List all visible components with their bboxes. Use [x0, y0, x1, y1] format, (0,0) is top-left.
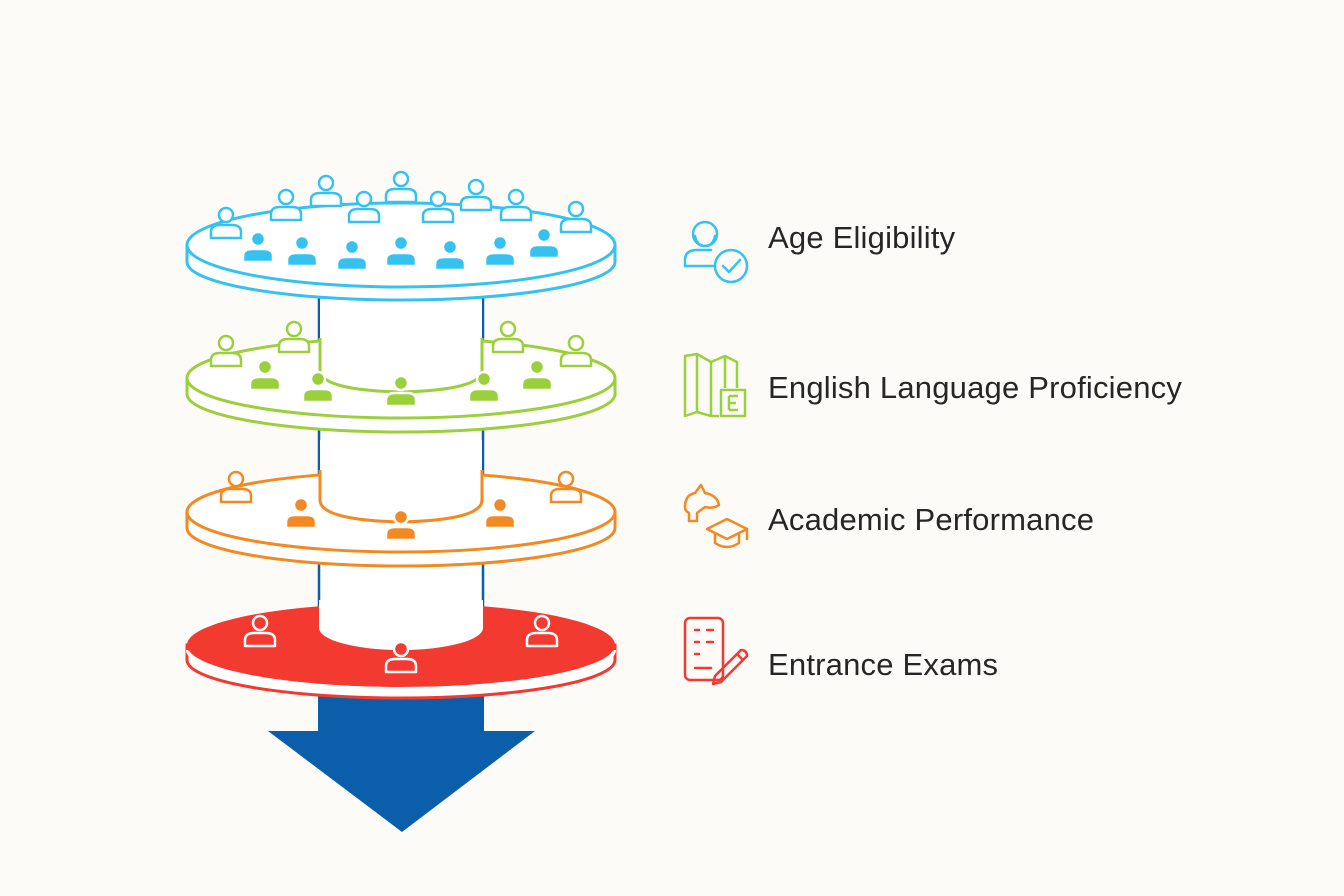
person-icon [269, 188, 303, 222]
person-icon [527, 226, 561, 260]
person-icon [549, 470, 583, 504]
person-icon [384, 374, 418, 408]
person-icon [525, 614, 559, 648]
person-icon [209, 206, 243, 240]
person-icon [384, 508, 418, 542]
person-icon [347, 190, 381, 224]
person-check-icon [683, 220, 749, 284]
mortarboard-icon [683, 483, 749, 549]
person-icon [248, 358, 282, 392]
language-book-icon [683, 352, 747, 418]
person-icon [483, 496, 517, 530]
person-icon [384, 170, 418, 204]
stage-label-academic-performance: Academic Performance [768, 502, 1095, 537]
person-icon [219, 470, 253, 504]
people-markers [209, 170, 593, 674]
person-icon [277, 320, 311, 354]
person-icon [467, 370, 501, 404]
exam-pencil-icon [683, 616, 749, 686]
person-icon [241, 230, 275, 264]
person-icon [433, 238, 467, 272]
person-icon [491, 320, 525, 354]
person-icon [384, 640, 418, 674]
person-icon [335, 238, 369, 272]
person-icon [209, 334, 243, 368]
person-icon [301, 370, 335, 404]
person-icon [483, 234, 517, 268]
person-icon [421, 190, 455, 224]
person-icon [559, 200, 593, 234]
stage-label-entrance-exams: Entrance Exams [768, 647, 999, 682]
person-icon [285, 234, 319, 268]
down-arrow [268, 690, 535, 832]
person-icon [309, 174, 343, 208]
person-icon [520, 358, 554, 392]
person-icon [559, 334, 593, 368]
stage-label-age-eligibility: Age Eligibility [768, 220, 956, 255]
person-icon [384, 234, 418, 268]
person-icon [243, 614, 277, 648]
person-icon [459, 178, 493, 212]
person-icon [284, 496, 318, 530]
stage-label-english-proficiency: English Language Proficiency [768, 370, 1183, 405]
person-icon [499, 188, 533, 222]
tier-english-proficiency [185, 300, 617, 434]
